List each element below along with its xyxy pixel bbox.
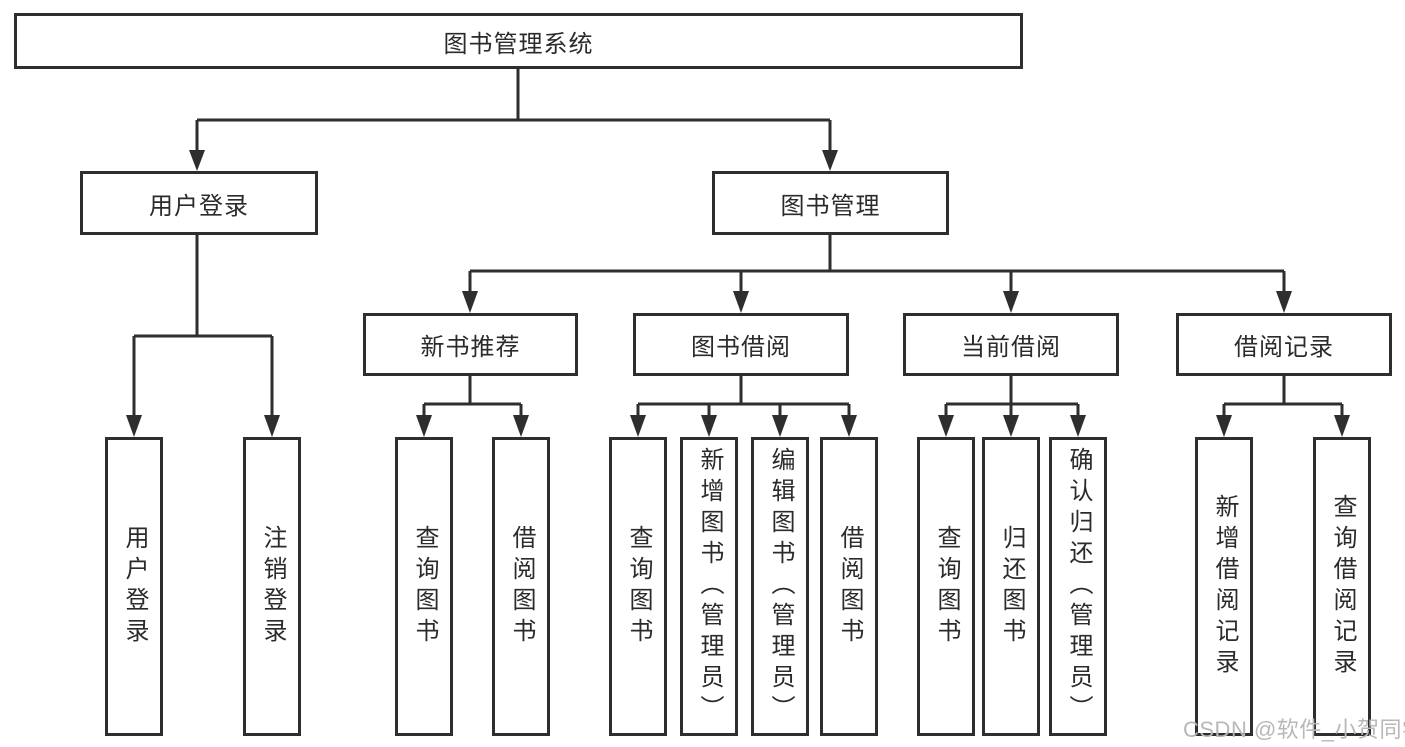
leaf-edit-books-admin: 编辑图书（管理员） xyxy=(751,437,809,736)
leaf-logout-label: 注销登录 xyxy=(259,524,286,649)
leaf-confirm-return-admin-label: 确认归还（管理员） xyxy=(1065,447,1092,726)
leaf-query-books-current-label: 查询图书 xyxy=(933,524,960,649)
leaf-query-books-borrow-label: 查询图书 xyxy=(625,524,652,649)
node-library-system: 图书管理系统 xyxy=(14,13,1023,69)
node-current-borrowing: 当前借阅 xyxy=(903,313,1119,376)
connector-book-mgmt-to-level3 xyxy=(462,235,1292,313)
leaf-edit-books-admin-label: 编辑图书（管理员） xyxy=(767,447,794,726)
connector-new-books-to-leaves xyxy=(416,376,529,437)
leaf-borrow-books-recommend: 借阅图书 xyxy=(492,437,550,736)
leaf-borrow-books-recommend-label: 借阅图书 xyxy=(508,524,535,649)
leaf-add-books-admin: 新增图书（管理员） xyxy=(680,437,738,736)
node-book-management: 图书管理 xyxy=(712,171,949,235)
leaf-user-login-label: 用户登录 xyxy=(121,524,148,649)
connector-user-login-to-leaves xyxy=(126,235,280,437)
leaf-query-books-borrow: 查询图书 xyxy=(609,437,667,736)
connector-root-to-level2 xyxy=(189,69,838,171)
node-borrowing-records: 借阅记录 xyxy=(1176,313,1392,376)
leaf-borrow-books-label: 借阅图书 xyxy=(836,524,863,649)
node-user-login: 用户登录 xyxy=(80,171,318,235)
leaf-add-borrow-record-label: 新增借阅记录 xyxy=(1211,493,1238,680)
leaf-logout: 注销登录 xyxy=(243,437,301,736)
leaf-add-books-admin-label: 新增图书（管理员） xyxy=(696,447,723,726)
connector-current-borrow-to-leaves xyxy=(938,376,1086,437)
node-book-borrowing: 图书借阅 xyxy=(633,313,849,376)
leaf-return-books: 归还图书 xyxy=(982,437,1040,736)
leaf-query-books-current: 查询图书 xyxy=(917,437,975,736)
leaf-return-books-label: 归还图书 xyxy=(998,524,1025,649)
leaf-add-borrow-record: 新增借阅记录 xyxy=(1195,437,1253,736)
leaf-query-books-recommend: 查询图书 xyxy=(395,437,453,736)
csdn-watermark: CSDN @软件_小贺同学 xyxy=(1183,717,1405,742)
leaf-user-login: 用户登录 xyxy=(105,437,163,736)
connector-borrow-records-to-leaves xyxy=(1216,376,1350,437)
leaf-confirm-return-admin: 确认归还（管理员） xyxy=(1049,437,1107,736)
leaf-borrow-books: 借阅图书 xyxy=(820,437,878,736)
leaf-query-borrow-record-label: 查询借阅记录 xyxy=(1329,493,1356,680)
leaf-query-books-recommend-label: 查询图书 xyxy=(411,524,438,649)
node-new-book-recommend: 新书推荐 xyxy=(363,313,578,376)
connector-book-borrow-to-leaves xyxy=(630,376,857,437)
leaf-query-borrow-record: 查询借阅记录 xyxy=(1313,437,1371,736)
